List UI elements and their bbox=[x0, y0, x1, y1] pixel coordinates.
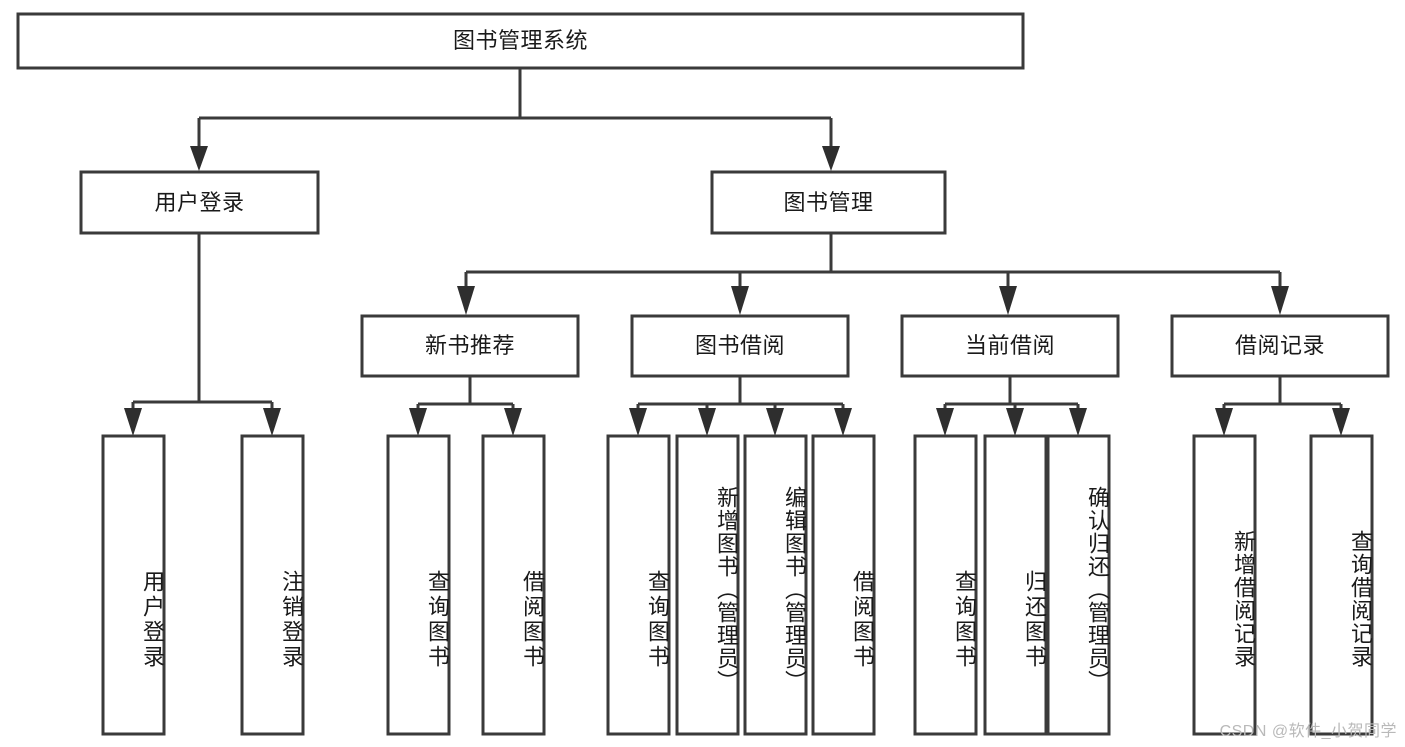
arrow-icon-userlogin-leaf-1 bbox=[124, 408, 142, 436]
node-box-leaf-confirm-return-admin[interactable] bbox=[1046, 434, 1111, 736]
arrow-icon-bookborrow-leaf-3 bbox=[766, 408, 784, 436]
arrow-icon-bookborrow-leaf-2 bbox=[698, 408, 716, 436]
node-box-new-book-recommend[interactable] bbox=[360, 314, 580, 378]
arrow-icon-borrowrecord-leaf-2 bbox=[1332, 408, 1350, 436]
node-box-leaf-borrow-book-2[interactable] bbox=[811, 434, 876, 736]
node-box-current-borrow[interactable] bbox=[900, 314, 1120, 378]
arrow-icon-newbook-leaf-2 bbox=[504, 408, 522, 436]
arrow-icon-bookmanage-child-2 bbox=[731, 286, 749, 315]
node-box-leaf-logout[interactable] bbox=[240, 434, 305, 736]
node-box-user-login[interactable] bbox=[79, 170, 320, 235]
node-box-leaf-borrow-book-1[interactable] bbox=[481, 434, 546, 736]
arrow-icon-bookborrow-leaf-1 bbox=[629, 408, 647, 436]
node-box-leaf-user-login[interactable] bbox=[101, 434, 166, 736]
arrow-icon-borrowrecord-leaf-1 bbox=[1215, 408, 1233, 436]
arrow-icon-bookmanage-child-4 bbox=[1271, 286, 1289, 315]
arrow-icon-root-to-user-login bbox=[190, 146, 208, 171]
arrow-icon-bookmanage-child-3 bbox=[999, 286, 1017, 315]
watermark-credit: CSDN @软件_小贺同学 bbox=[1219, 723, 1397, 740]
node-box-leaf-add-borrow-record[interactable] bbox=[1192, 434, 1257, 736]
arrow-icon-newbook-leaf-1 bbox=[409, 408, 427, 436]
node-box-root[interactable] bbox=[16, 12, 1025, 70]
arrow-icon-currentborrow-leaf-2 bbox=[1006, 408, 1024, 436]
arrow-icon-currentborrow-leaf-1 bbox=[936, 408, 954, 436]
arrow-icon-bookborrow-leaf-4 bbox=[834, 408, 852, 436]
node-box-borrow-record[interactable] bbox=[1170, 314, 1390, 378]
arrow-icon-root-to-book-manage bbox=[822, 146, 840, 171]
node-box-leaf-query-book-1[interactable] bbox=[386, 434, 451, 736]
node-box-leaf-query-book-3[interactable] bbox=[913, 434, 978, 736]
arrow-icon-currentborrow-leaf-3 bbox=[1069, 408, 1087, 436]
node-box-book-borrow[interactable] bbox=[630, 314, 850, 378]
arrow-icon-userlogin-leaf-2 bbox=[263, 408, 281, 436]
node-box-leaf-return-book[interactable] bbox=[983, 434, 1048, 736]
node-box-book-manage[interactable] bbox=[710, 170, 947, 235]
node-box-leaf-query-borrow-record[interactable] bbox=[1309, 434, 1374, 736]
node-box-leaf-edit-book-admin[interactable] bbox=[743, 434, 808, 736]
node-box-leaf-add-book-admin[interactable] bbox=[675, 434, 740, 736]
arrow-icon-bookmanage-child-1 bbox=[457, 286, 475, 315]
node-box-leaf-query-book-2[interactable] bbox=[606, 434, 671, 736]
